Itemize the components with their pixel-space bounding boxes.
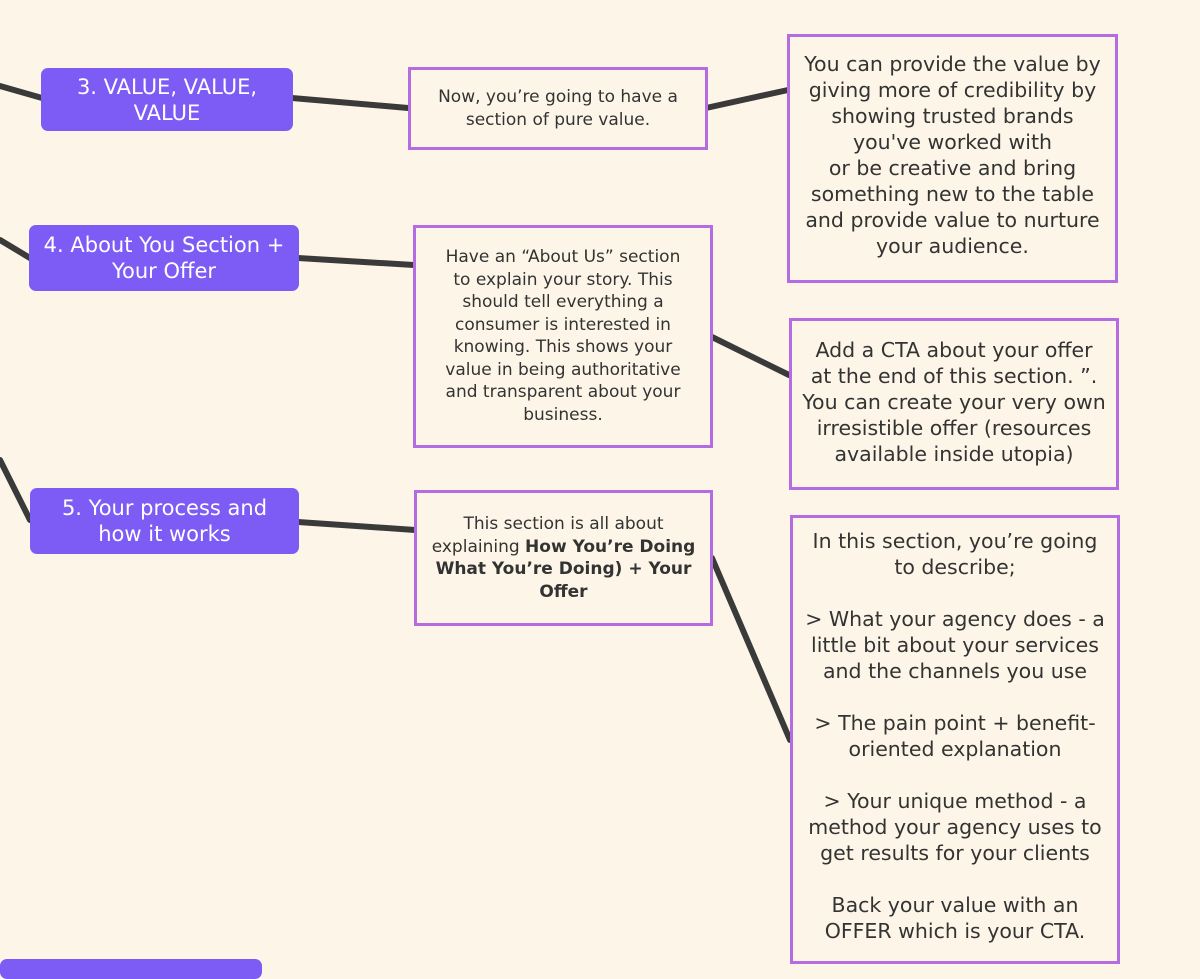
node-value-label: 3. VALUE, VALUE, VALUE	[76, 74, 258, 125]
box-process-detail-para5: Back your value with an OFFER which is y…	[824, 893, 1086, 943]
box-value-description[interactable]: Now, you’re going to have a section of p…	[408, 67, 708, 150]
box-value-detail[interactable]: You can provide the value by giving more…	[787, 34, 1118, 283]
box-about-cta[interactable]: Add a CTA about your offer at the end of…	[789, 318, 1119, 490]
box-process-description-lead: This section is all about explaining	[431, 514, 664, 557]
box-about-description[interactable]: Have an “About Us” section to explain yo…	[413, 225, 713, 448]
connector-root-to-about	[0, 237, 33, 261]
connector-root-to-value	[0, 83, 45, 101]
box-process-detail[interactable]: In this section, you’re going to describ…	[790, 515, 1120, 964]
node-next-partial[interactable]	[0, 959, 262, 979]
box-process-description-bold: How You’re Doing What You’re Doing) + Yo…	[435, 536, 696, 602]
node-process[interactable]: 5. Your process and how it works	[30, 488, 299, 554]
box-about-description-text: Have an “About Us” section to explain yo…	[445, 247, 681, 425]
box-about-cta-text: Add a CTA about your offer at the end of…	[802, 338, 1106, 466]
box-process-detail-para1: In this section, you’re going to describ…	[812, 529, 1098, 579]
connector-about-desc-to-cta	[709, 334, 792, 378]
box-process-detail-para4: > Your unique method - a method your age…	[808, 789, 1102, 865]
node-value[interactable]: 3. VALUE, VALUE, VALUE	[41, 68, 293, 131]
connector-value-desc-to-detail	[703, 87, 791, 111]
node-process-label: 5. Your process and how it works	[61, 496, 268, 546]
connector-root-to-process	[0, 457, 33, 523]
box-value-description-text: Now, you’re going to have a section of p…	[438, 87, 678, 130]
box-process-description-text: This section is all about explaining How…	[432, 513, 696, 603]
node-about-label: 4. About You Section + Your Offer	[43, 233, 285, 283]
connector-value-to-desc	[289, 95, 411, 111]
connector-about-to-desc	[295, 255, 417, 268]
box-process-detail-para3: > The pain point + benefit- oriented exp…	[814, 711, 1096, 761]
connector-process-desc-to-detail	[709, 555, 793, 743]
box-process-description[interactable]: This section is all about explaining How…	[414, 490, 713, 626]
box-value-detail-text: You can provide the value by giving more…	[804, 52, 1101, 258]
box-process-detail-para2: > What your agency does - a little bit a…	[805, 607, 1105, 683]
connector-process-to-desc	[295, 519, 418, 533]
node-about[interactable]: 4. About You Section + Your Offer	[29, 225, 299, 291]
